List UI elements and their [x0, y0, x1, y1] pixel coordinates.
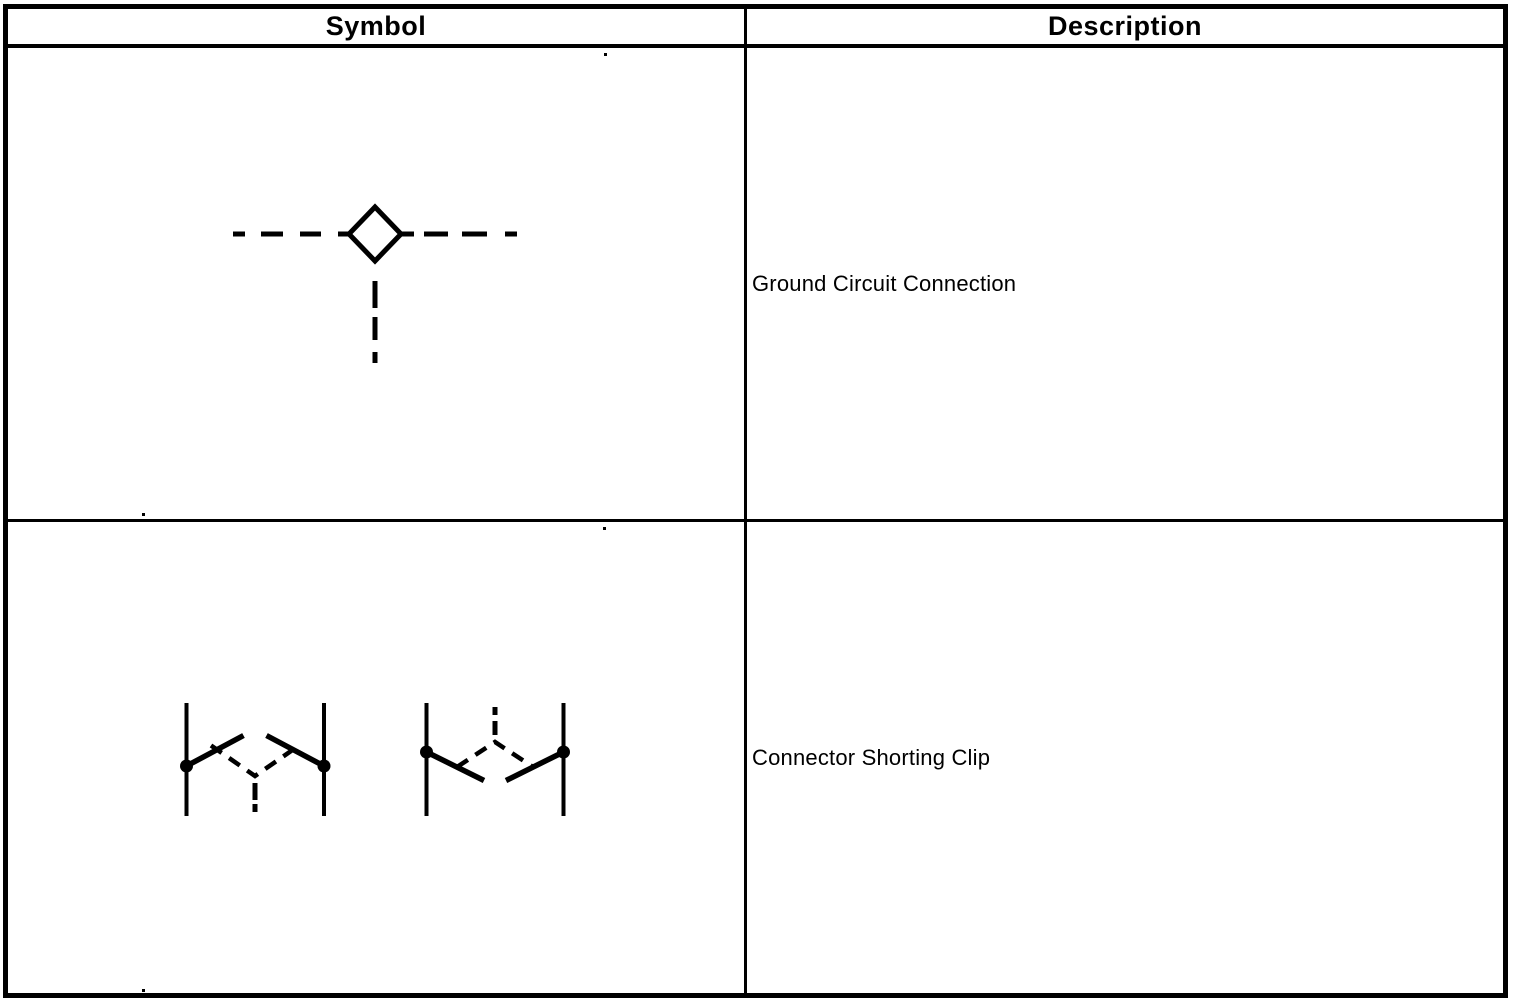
symbol-description-table: Symbol Description Ground Circuit Connec… [3, 4, 1508, 998]
clip-arm-solid [265, 733, 326, 769]
scan-speck [142, 989, 145, 992]
shorting-clip-right-variant [420, 703, 570, 816]
ground-circuit-connection-symbol [233, 203, 517, 363]
table-row-2-description-cell: Connector Shorting Clip [747, 522, 1503, 993]
table-row-1-symbol-cell [8, 48, 747, 522]
column-header-symbol-label: Symbol [325, 11, 427, 41]
scan-speck [604, 53, 607, 56]
scan-speck [603, 527, 606, 530]
clip-arm-solid [504, 749, 565, 783]
description-text: Ground Circuit Connection [752, 270, 1017, 296]
diamond-node [345, 203, 405, 265]
clip-arm-dashed [209, 743, 301, 779]
shorting-clip-left-variant [180, 703, 331, 816]
column-header-description-label: Description [1047, 11, 1203, 41]
scan-speck [142, 513, 145, 516]
clip-arm-solid [425, 749, 486, 783]
column-header-symbol: Symbol [8, 9, 747, 48]
connector-shorting-clip-symbols [180, 703, 570, 816]
table-row-1-description-cell: Ground Circuit Connection [747, 48, 1503, 522]
clip-arm-dashed [455, 739, 535, 769]
table-row-2-symbol-cell [8, 522, 747, 993]
description-text: Connector Shorting Clip [752, 744, 991, 770]
column-header-description: Description [747, 9, 1503, 48]
